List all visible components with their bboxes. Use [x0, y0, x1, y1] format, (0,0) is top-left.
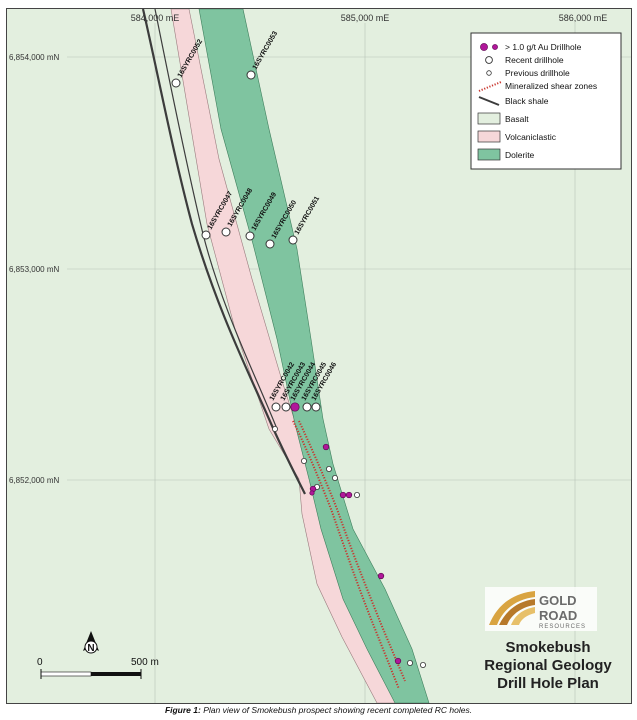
shear-zone-icon [478, 81, 502, 92]
logo-line3: RESOURCES [539, 624, 586, 630]
title-line3: Drill Hole Plan [497, 675, 599, 692]
title-line1: Smokebush [505, 639, 590, 656]
caption-label: Figure 1: [164, 705, 201, 715]
northing-label-6852000: 6,852,000 mN [9, 476, 59, 485]
legend: > 1.0 g/t Au Drillhole Recent drillhole … [470, 32, 622, 170]
recent-drillholes [171, 70, 321, 412]
dolerite-swatch [477, 148, 501, 161]
legend-label: Dolerite [505, 150, 535, 160]
title-line2: Regional Geology [484, 657, 612, 674]
legend-label: Mineralized shear zones [505, 81, 597, 91]
previous-drillhole-icon [486, 70, 492, 76]
legend-label: Volcaniclastic [505, 132, 557, 142]
logo-mark-icon [489, 591, 535, 625]
scale-end-label: 500 m [131, 657, 159, 668]
north-label: N [87, 643, 94, 654]
au-drillholes [290, 402, 402, 665]
au-drillhole-icon [480, 43, 488, 51]
easting-label-584000: 584,000 mE [131, 13, 180, 23]
mineralized-shear-zones [292, 420, 406, 690]
black-shale-icon [478, 96, 500, 106]
dolerite-unit [198, 9, 430, 703]
basalt-swatch [477, 112, 501, 125]
northing-label-6854000: 6,854,000 mN [9, 53, 59, 62]
northing-label-6853000: 6,853,000 mN [9, 265, 59, 274]
volcaniclastic-swatch [477, 130, 501, 143]
caption-text: Plan view of Smokebush prospect showing … [203, 705, 473, 715]
legend-label: > 1.0 g/t Au Drillhole [505, 42, 582, 52]
map-frame: 584,000 mE 585,000 mE 586,000 mE 6,854,0… [6, 8, 632, 704]
legend-label: Black shale [505, 96, 549, 106]
easting-label-585000: 585,000 mE [341, 13, 390, 23]
gold-road-logo: GOLD ROAD RESOURCES [485, 587, 597, 631]
legend-label: Previous drillhole [505, 68, 570, 78]
logo-line1: GOLD [539, 593, 577, 608]
recent-drillhole-icon [485, 56, 493, 64]
scale-bar: 0 500 m [37, 657, 159, 679]
scale-start-label: 0 [37, 657, 43, 668]
geology-map: 584,000 mE 585,000 mE 586,000 mE 6,854,0… [7, 9, 631, 703]
figure-caption: Figure 1: Plan view of Smokebush prospec… [0, 705, 637, 715]
black-shale-west [141, 9, 306, 495]
previous-drillholes [271, 425, 426, 669]
north-arrow-icon: N [83, 631, 99, 654]
easting-label-586000: 586,000 mE [559, 13, 608, 23]
legend-label: Recent drillhole [505, 55, 564, 65]
logo-line2: ROAD [539, 608, 577, 623]
volcaniclastic-unit [170, 9, 400, 703]
au-drillhole-icon [492, 44, 498, 50]
legend-label: Basalt [505, 114, 529, 124]
